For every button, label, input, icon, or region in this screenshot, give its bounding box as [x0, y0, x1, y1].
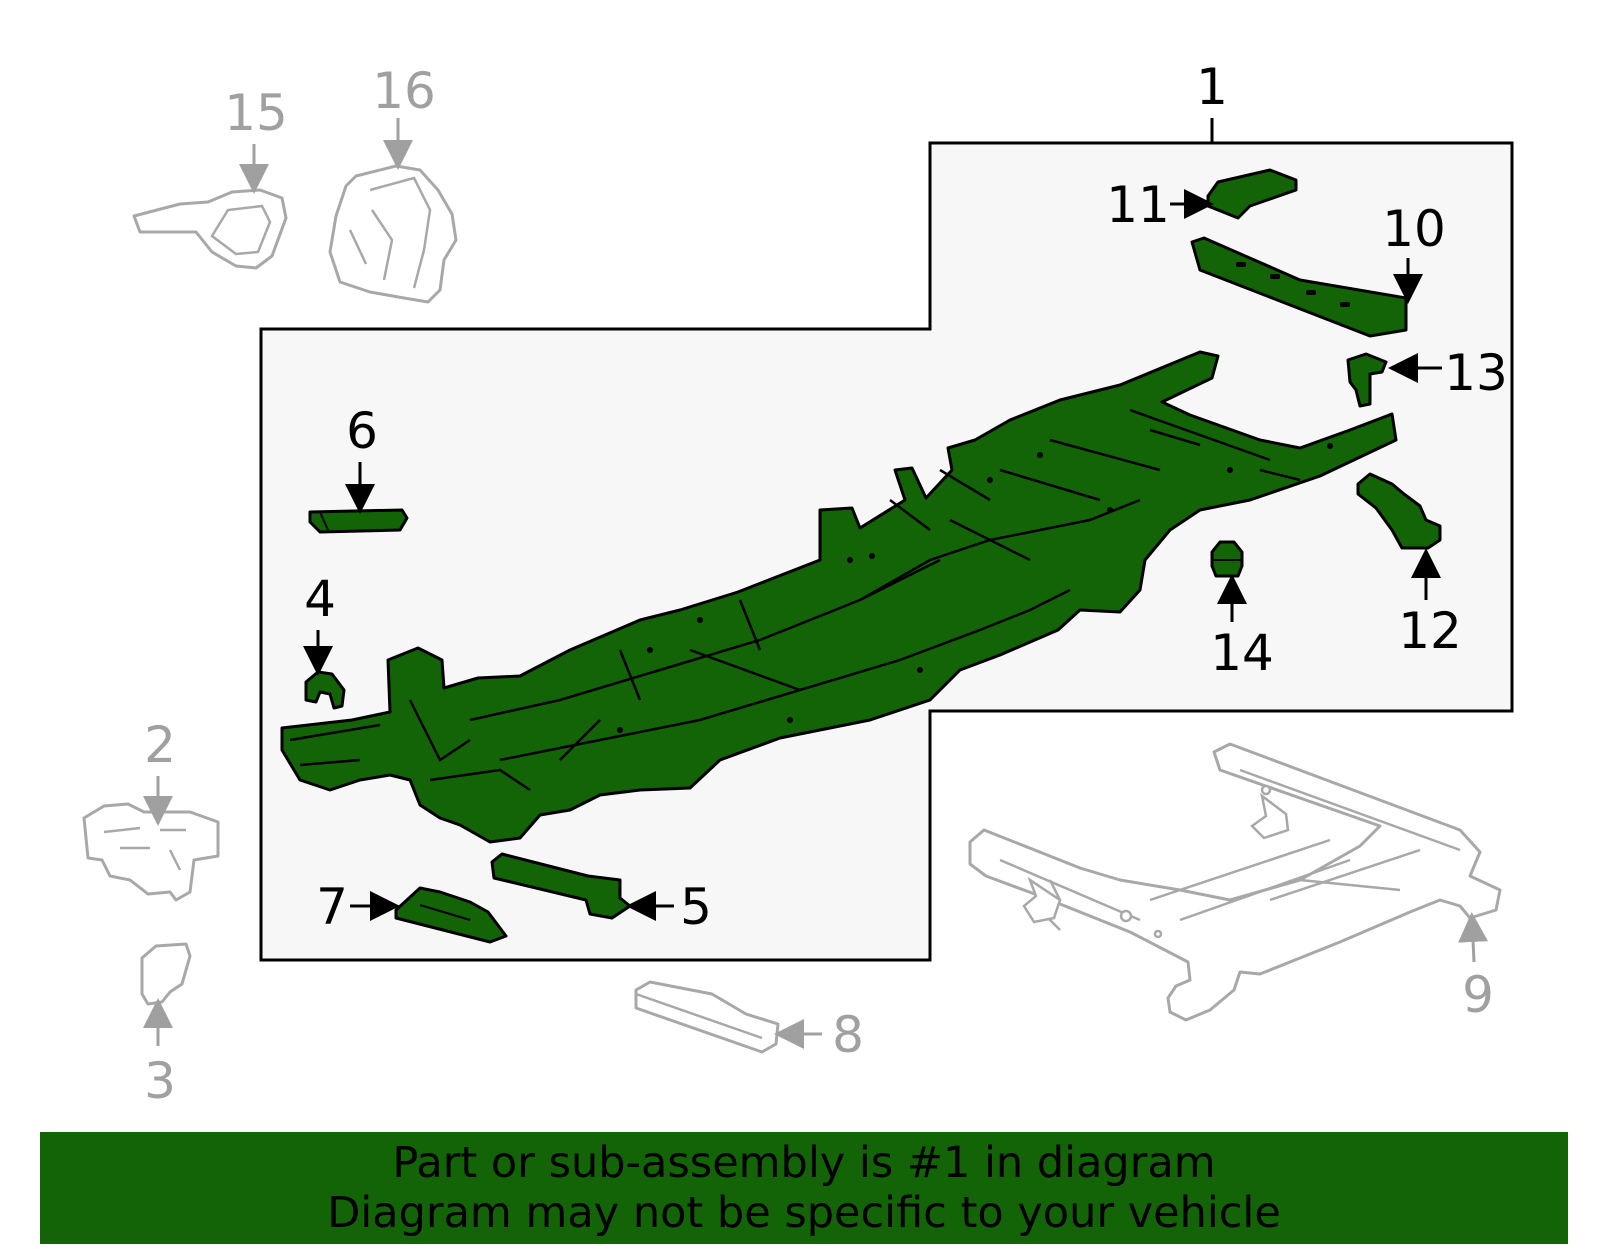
part-15-bracket[interactable] [132, 188, 288, 270]
callout-labels: 1 6 4 7 5 11 10 13 12 14 15 16 2 3 8 9 [144, 58, 1508, 1110]
part-16-bracket[interactable] [328, 164, 458, 304]
callout-1: 1 [1196, 58, 1228, 116]
callout-16: 16 [372, 62, 436, 120]
callout-4: 4 [304, 570, 336, 628]
part-10-crossmember[interactable] [1190, 236, 1408, 338]
part-14-mount[interactable] [1210, 540, 1244, 578]
arrow-9 [1458, 912, 1489, 963]
part-11-plate[interactable] [1206, 168, 1298, 220]
part-13-bracket[interactable] [1346, 352, 1388, 408]
callout-15: 15 [224, 84, 288, 142]
arrows [143, 118, 1489, 1049]
part-12-bracket[interactable] [1356, 472, 1442, 550]
callout-3: 3 [144, 1052, 176, 1110]
part-2-mount[interactable] [82, 802, 220, 902]
callout-11: 11 [1106, 176, 1170, 234]
part-6-crossmember[interactable] [308, 508, 409, 534]
banner-line-1: Part or sub-assembly is #1 in diagram [392, 1138, 1216, 1188]
callout-5: 5 [680, 878, 712, 936]
part-8-brace[interactable] [634, 980, 780, 1054]
callout-9: 9 [1462, 966, 1494, 1024]
notice-banner: Part or sub-assembly is #1 in diagram Di… [40, 1132, 1568, 1244]
callout-12: 12 [1398, 602, 1462, 660]
callout-7: 7 [316, 878, 348, 936]
callout-14: 14 [1210, 624, 1274, 682]
callout-6: 6 [346, 402, 378, 460]
callout-10: 10 [1382, 200, 1446, 258]
frame-assembly[interactable] [280, 350, 1398, 844]
banner-line-2: Diagram may not be specific to your vehi… [327, 1188, 1281, 1238]
callout-2: 2 [144, 716, 176, 774]
part-3-pad[interactable] [140, 942, 192, 1006]
part-7-plate[interactable] [394, 886, 508, 944]
callout-8: 8 [832, 1006, 864, 1064]
part-9-frame-section[interactable] [968, 742, 1502, 1022]
callout-13: 13 [1444, 344, 1508, 402]
